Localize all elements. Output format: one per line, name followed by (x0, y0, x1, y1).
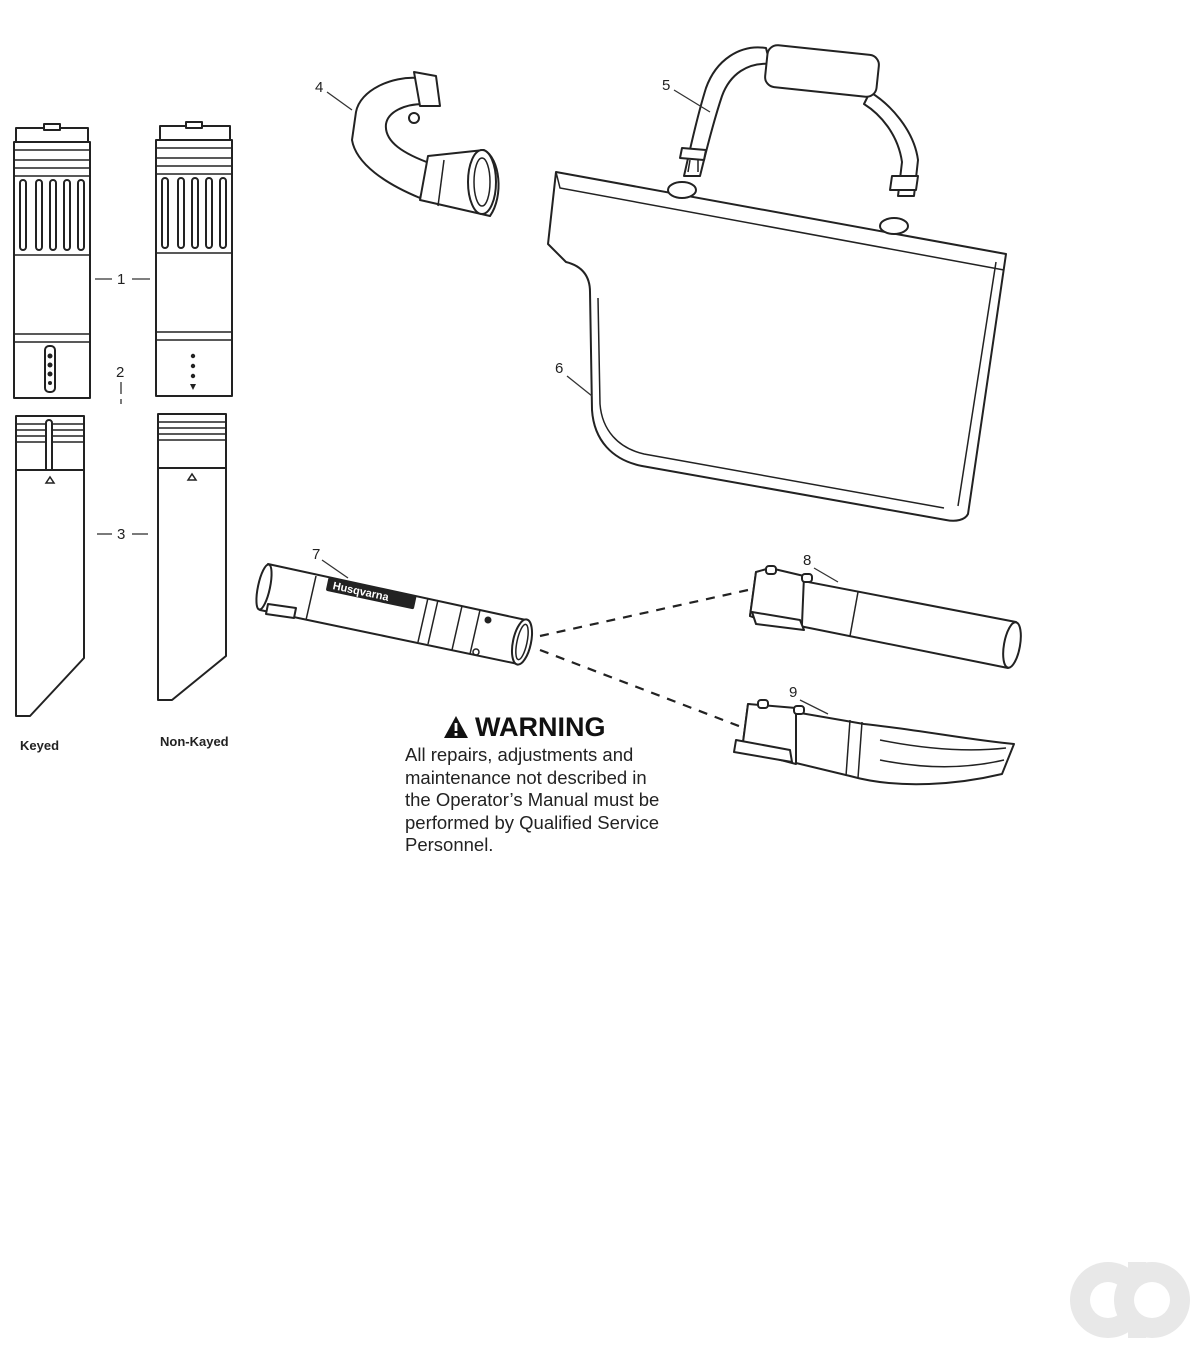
keyed-lower-nozzle (15, 415, 85, 717)
non-keyed-upper-tube (155, 121, 233, 397)
warning-line: performed by Qualified Service (405, 811, 659, 833)
warning-title: WARNING (443, 712, 725, 742)
callout-6: 6 (555, 360, 563, 377)
svg-text:2: 2 (116, 364, 124, 381)
round-nozzle-part-8: 8 (749, 552, 1022, 669)
callout-4: 4 (315, 79, 323, 96)
callout-2: 2 (116, 364, 124, 404)
flat-nozzle-part-9: 9 (733, 684, 1015, 786)
warning-line: All repairs, adjustments and (405, 744, 634, 765)
ao-logo-icon (1070, 1262, 1190, 1338)
blower-tube-part-7: Husqvarna 7 (255, 546, 534, 666)
svg-text:1: 1 (117, 271, 125, 288)
elbow-hose-part-4: 4 (315, 71, 500, 217)
keyed-tube-assembly: Keyed (13, 123, 91, 753)
connector-to-part-8 (539, 588, 749, 638)
non-keyed-caption: Non-Kayed (160, 734, 229, 749)
warning-line: the Operator’s Manual must be (405, 789, 660, 810)
non-keyed-lower-nozzle (157, 413, 227, 701)
non-keyed-tube-assembly: Non-Kayed (155, 121, 233, 749)
warning-line: maintenance not described in (405, 766, 647, 788)
warning-notice: WARNING All repairs, adjustments and mai… (405, 712, 725, 857)
callout-9: 9 (789, 684, 797, 701)
warning-title-text: WARNING (475, 712, 606, 742)
callout-7: 7 (312, 546, 320, 563)
warning-line: Personnel. (405, 834, 494, 855)
callout-5: 5 (662, 77, 670, 94)
warning-body: All repairs, adjustments and maintenance… (405, 744, 725, 857)
keyed-upper-tube (13, 123, 91, 399)
callout-8: 8 (803, 552, 811, 569)
keyed-caption: Keyed (20, 738, 59, 753)
connector-to-part-9 (539, 648, 745, 730)
warning-triangle-icon (444, 716, 468, 738)
svg-text:3: 3 (117, 526, 125, 543)
collection-bag-part-6: 6 (547, 171, 1007, 522)
strap-part-5: 5 (662, 44, 919, 197)
callout-1: 1 (95, 271, 150, 288)
callout-3: 3 (97, 526, 148, 543)
